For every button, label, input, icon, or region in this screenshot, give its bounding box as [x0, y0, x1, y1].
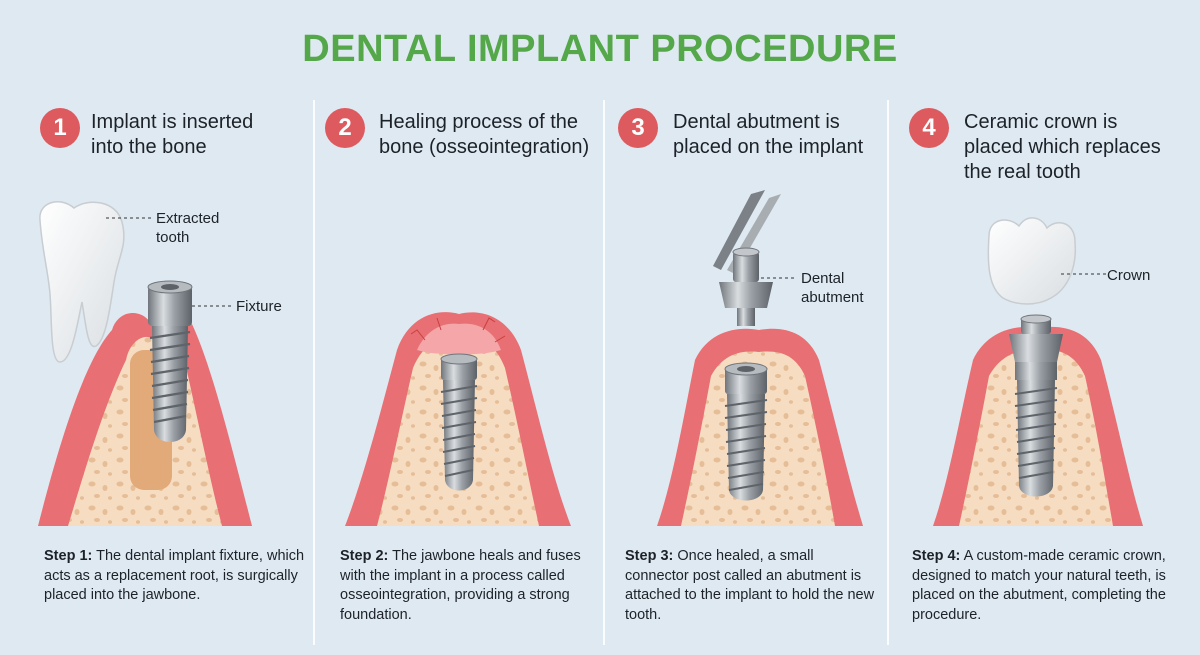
- implant-insertion-illustration: [38, 201, 252, 526]
- step-heading: Healing process of the bone (osseointegr…: [379, 111, 590, 158]
- panel-divider: [603, 100, 605, 645]
- implant-fixture: [1014, 362, 1058, 497]
- step-number-badge: 4: [909, 108, 949, 148]
- step-caption: Step 4: A custom-made ceramic crown, des…: [912, 548, 1166, 623]
- page-title: DENTAL IMPLANT PROCEDURE: [302, 28, 898, 70]
- implant-fixture: [147, 280, 193, 442]
- step-number-badge: 1: [40, 108, 80, 148]
- dental-abutment: [1009, 314, 1063, 362]
- dental-abutment: [719, 247, 773, 326]
- extracted-tooth-label: Extracted tooth: [156, 210, 220, 246]
- step-panel-1: 1 Implant is inserted into the bone Extr…: [0, 0, 313, 655]
- step-caption: Step 3: Once healed, a small connector p…: [625, 548, 875, 623]
- abutment-label: Dental abutment: [801, 270, 864, 306]
- abutment-placement-illustration: [657, 190, 863, 526]
- step-caption: Step 1: The dental implant fixture, whic…: [44, 548, 305, 603]
- panel-divider: [887, 100, 889, 645]
- extracted-tooth: [39, 201, 125, 363]
- step-number-badge: 2: [325, 108, 365, 148]
- step-heading: Dental abutment is placed on the implant: [673, 111, 864, 158]
- step-caption: Step 2: The jawbone heals and fuses with…: [340, 548, 581, 623]
- fixture-label: Fixture: [236, 298, 282, 315]
- step-heading: Ceramic crown is placed which replaces t…: [964, 111, 1161, 183]
- crown-placement-illustration: [933, 217, 1143, 526]
- step-panel-4: 4 Ceramic crown is placed which replaces…: [889, 0, 1200, 655]
- step-number-badge: 3: [618, 108, 658, 148]
- ceramic-crown: [987, 217, 1077, 305]
- step-panel-2: 2 Healing process of the bone (osseointe…: [315, 0, 603, 655]
- implant-fixture: [724, 362, 768, 501]
- crown-label: Crown: [1107, 267, 1151, 284]
- osseointegration-illustration: [345, 312, 571, 526]
- step-heading: Implant is inserted into the bone: [91, 111, 254, 158]
- panel-divider: [313, 100, 315, 645]
- step-panel-3: 3 Dental abutment is placed on the impla…: [605, 0, 887, 655]
- implant-fixture: [440, 353, 478, 491]
